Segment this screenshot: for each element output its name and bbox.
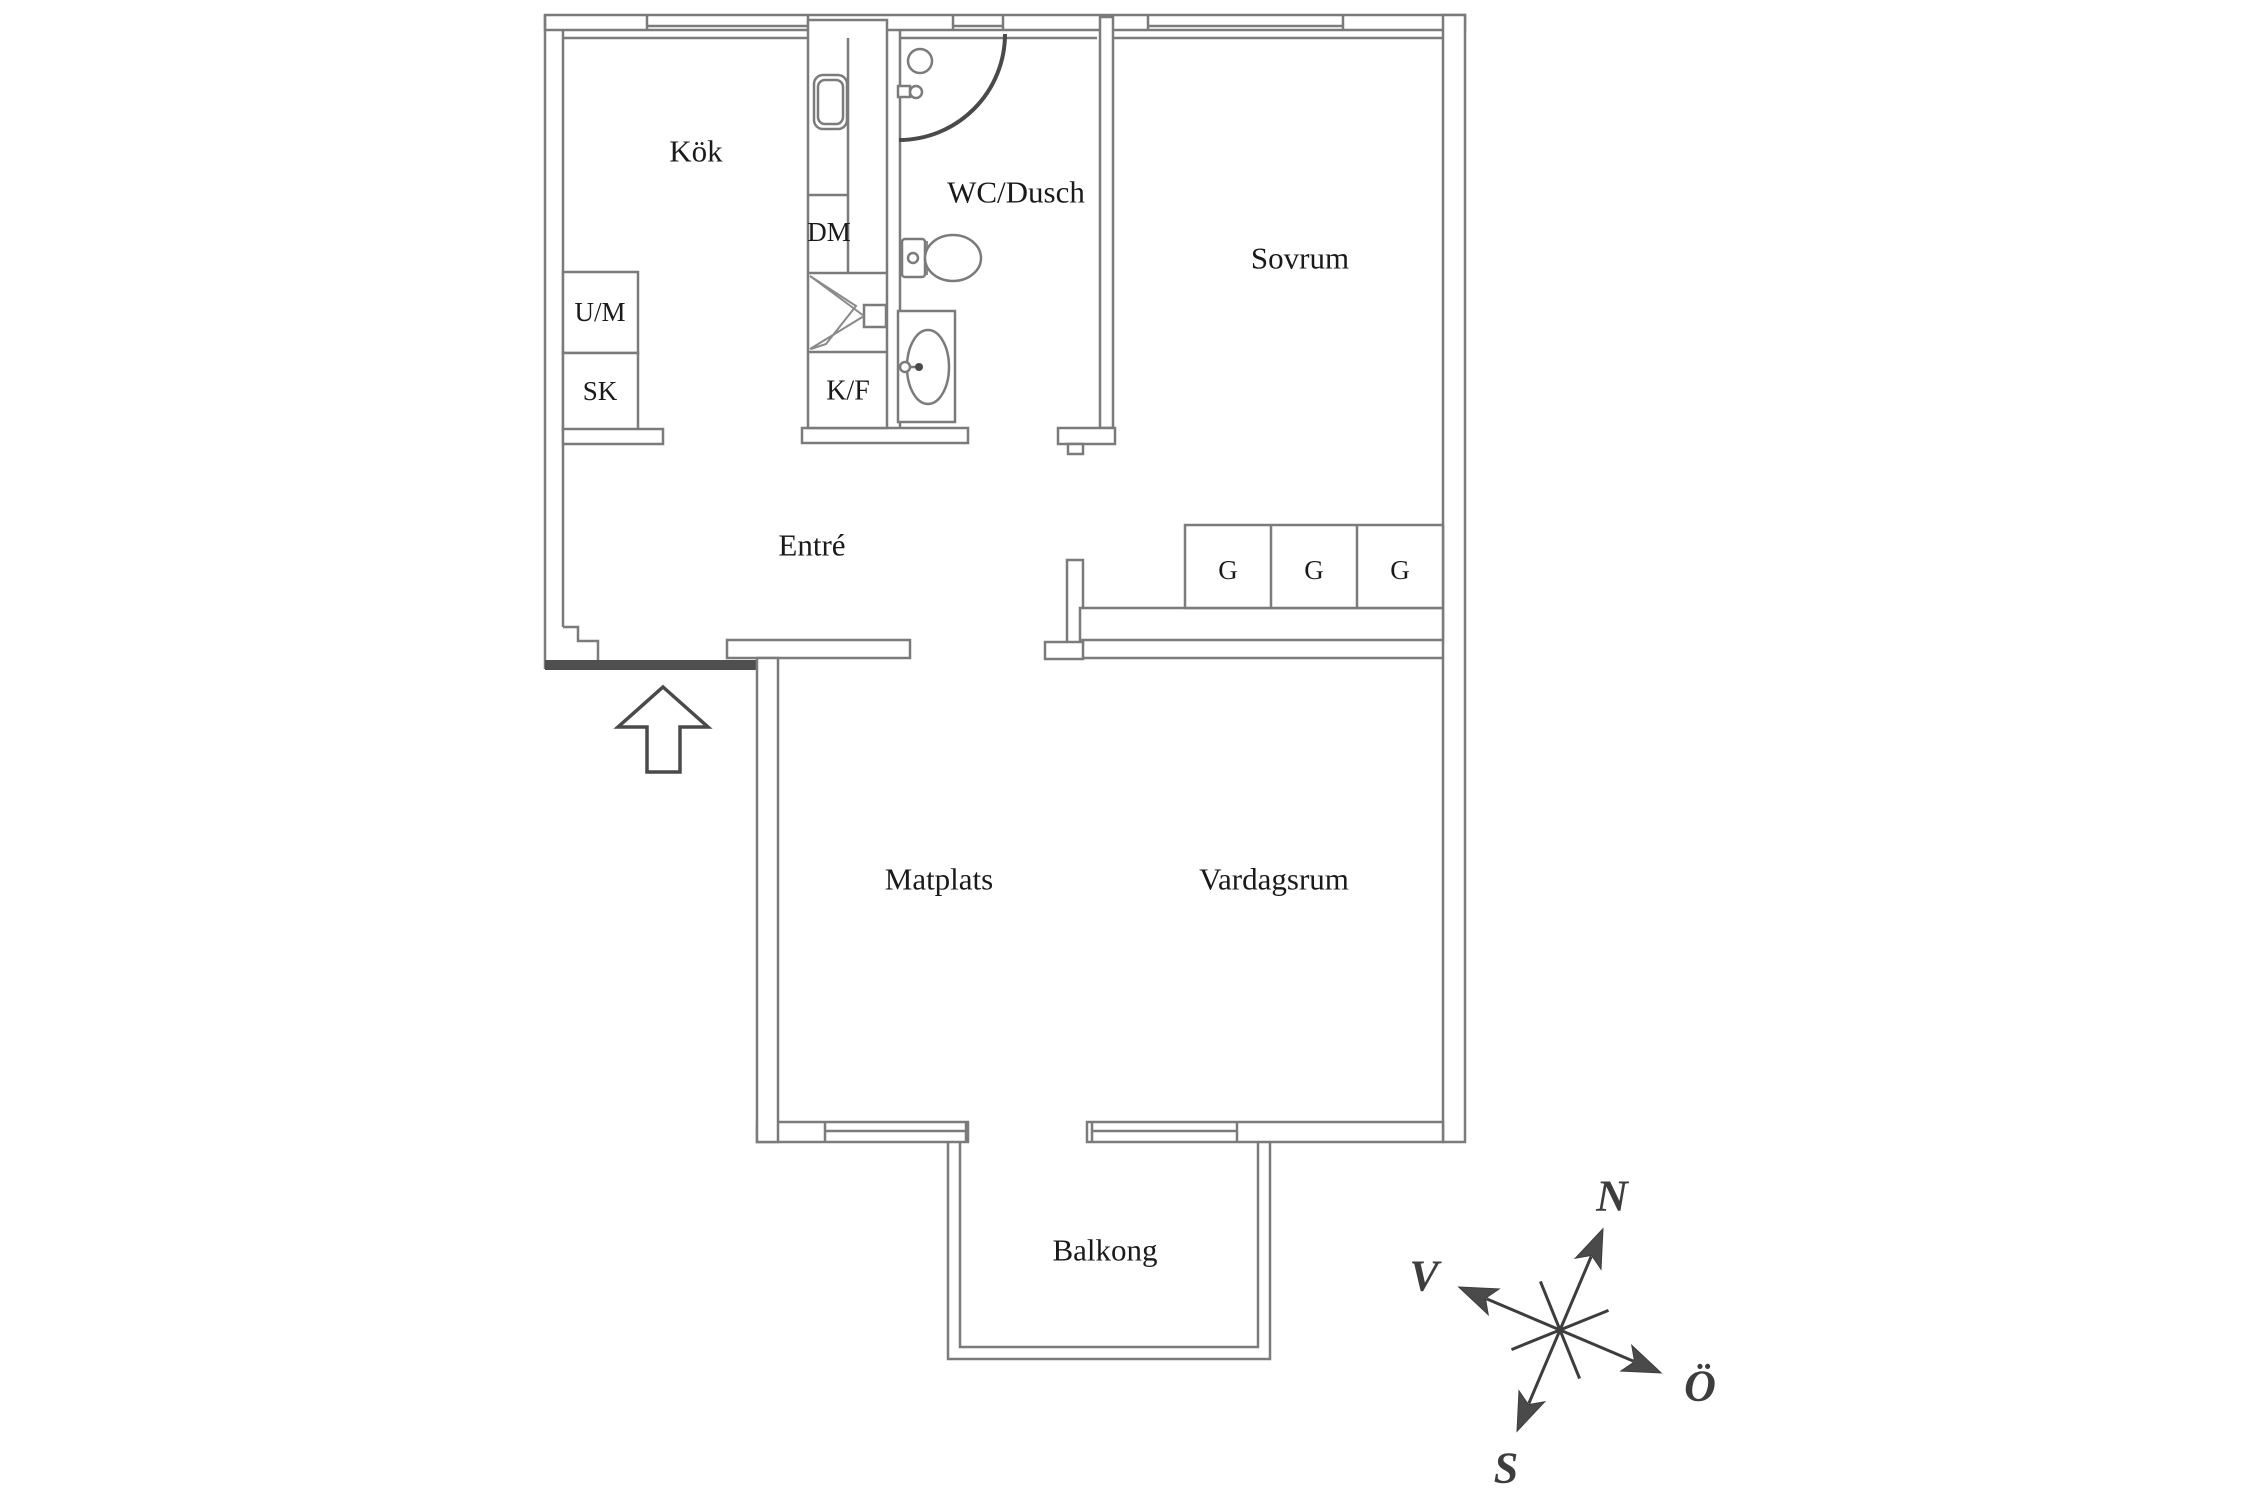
stove-hood-icon xyxy=(809,275,888,350)
washing-machine-box xyxy=(561,270,640,355)
bottom-wall-living xyxy=(1085,1120,1445,1144)
washing-machine-label: U/M xyxy=(574,297,625,327)
dining-west-wall xyxy=(755,656,780,1144)
compass-north-label: N xyxy=(1595,1172,1630,1221)
wardrobe-label-2: G xyxy=(1304,555,1324,585)
right-wall xyxy=(1441,13,1467,1144)
cabinet-box xyxy=(561,351,640,432)
bottom-wall-dining xyxy=(755,1120,970,1144)
hall-south-wall xyxy=(725,638,912,660)
toilet-icon xyxy=(900,233,983,283)
room-labels: Kök WC/Dusch Sovrum Entré Matplats Varda… xyxy=(669,134,1349,1268)
kitchen-base-wall xyxy=(800,426,970,445)
entry-south-wall xyxy=(545,660,757,670)
dishwasher-label: DM xyxy=(807,217,851,247)
closet-band xyxy=(1078,606,1445,642)
interior-walls xyxy=(725,15,1445,1144)
fridge-freezer-label: K/F xyxy=(826,376,870,407)
entry-arrow-icon xyxy=(613,684,713,774)
compass-rose: N V Ö S xyxy=(1409,1172,1716,1493)
shower-door-arc xyxy=(898,33,1007,142)
shower-mixer-icon xyxy=(896,84,924,100)
wardrobe-label-1: G xyxy=(1218,555,1238,585)
kitchen-label: Kök xyxy=(669,134,723,169)
washbasin-icon xyxy=(896,309,957,424)
window-bathroom xyxy=(951,15,1005,30)
shower-icon xyxy=(906,47,934,75)
kitchen-stub-wall xyxy=(561,427,665,446)
fixture-labels: DM U/M SK K/F G G G xyxy=(574,217,1409,585)
balcony-railing xyxy=(946,1142,1272,1361)
dining-label: Matplats xyxy=(885,862,994,897)
bedroom-west-wall xyxy=(1098,15,1115,430)
kitchen-sink-icon xyxy=(812,73,849,131)
balcony-label: Balkong xyxy=(1052,1233,1157,1268)
bathroom-fixtures xyxy=(896,33,1007,424)
bedroom-label: Sovrum xyxy=(1251,241,1349,276)
left-wall-steps xyxy=(563,625,600,662)
entry-label: Entré xyxy=(778,528,845,563)
bathroom-label: WC/Dusch xyxy=(947,175,1085,210)
bedroom-closets xyxy=(1183,523,1445,610)
living-label: Vardagsrum xyxy=(1199,862,1349,897)
kitchen-units xyxy=(561,18,889,446)
compass-west-label: V xyxy=(1409,1252,1442,1301)
top-wall xyxy=(543,13,1467,32)
wardrobe-label-3: G xyxy=(1390,555,1410,585)
compass-south-label: S xyxy=(1494,1444,1518,1493)
compass-east-label: Ö xyxy=(1684,1362,1716,1411)
window-bedroom xyxy=(1146,15,1345,30)
cabinet-label: SK xyxy=(583,376,618,406)
